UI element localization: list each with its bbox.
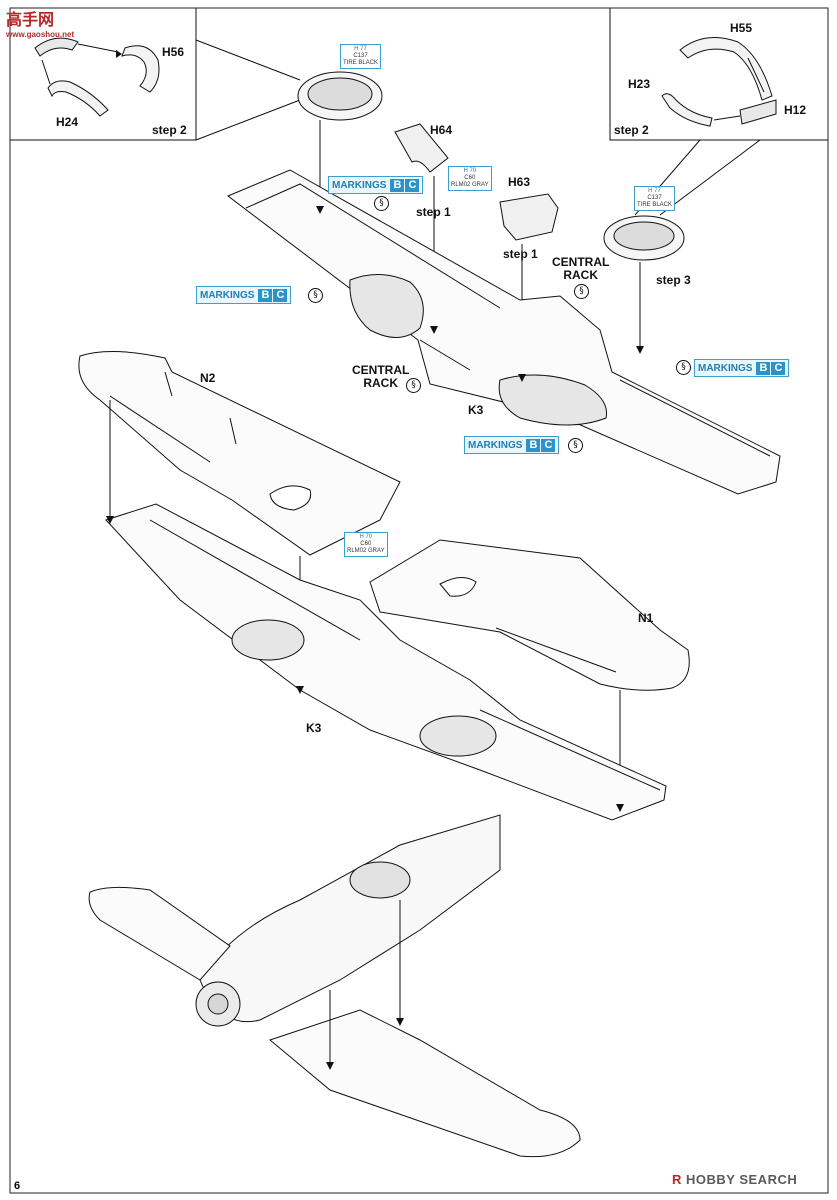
attention-icon: §	[308, 288, 323, 303]
label-step-3: step 3	[656, 273, 691, 287]
paint-code2: C137	[353, 53, 368, 59]
part-top-left-bay	[34, 37, 79, 57]
paint-name: RLM02 GRAY	[347, 548, 385, 554]
part-h23-drawing	[661, 93, 713, 127]
part-h12-drawing	[739, 99, 777, 125]
lower-wing-middle-view	[105, 503, 667, 821]
watermark-sub: www.gaoshou.net	[6, 30, 75, 39]
markings-code-b: B	[526, 438, 541, 452]
part-h56-drawing	[121, 45, 160, 93]
label-n1: N1	[638, 611, 654, 625]
central-rack-line2: RACK	[363, 376, 398, 390]
part-h24-drawing	[47, 80, 109, 117]
label-step-h64: step 1	[416, 205, 451, 219]
attention-icon: §	[568, 438, 583, 453]
paint-code: H 77	[354, 46, 367, 52]
label-h55: H55	[730, 21, 753, 35]
attention-icon: §	[676, 360, 691, 375]
central-rack-line1: CENTRAL	[352, 363, 410, 377]
attention-icon: §	[406, 378, 421, 393]
central-rack-line1: CENTRAL	[552, 255, 610, 269]
paint-code2: C60	[360, 541, 372, 547]
watermark-mark: R	[672, 1172, 682, 1187]
markings-label: MARKINGS	[468, 439, 523, 451]
part-h64-drawing	[394, 123, 449, 173]
label-h64: H64	[430, 123, 453, 137]
label-k3-upper: K3	[468, 403, 484, 417]
markings-code-b: B	[756, 361, 771, 375]
paint-code2: C60	[464, 175, 476, 181]
watermark-text: HOBBY SEARCH	[686, 1172, 798, 1187]
markings-code-b: B	[390, 178, 405, 192]
watermark-bottom-right: R HOBBY SEARCH	[672, 1172, 797, 1187]
markings-label: MARKINGS	[698, 362, 753, 374]
label-step-inset-left: step 2	[152, 123, 187, 137]
label-n2: N2	[200, 371, 216, 385]
markings-code-b: B	[258, 288, 273, 302]
paint-name: TIRE BLACK	[343, 60, 379, 66]
paint-name: RLM02 GRAY	[451, 182, 489, 188]
fuselage-right-wing	[268, 1009, 581, 1158]
attention-icon: §	[574, 284, 589, 299]
fuselage-left-wing	[88, 886, 231, 981]
label-h56: H56	[162, 45, 185, 59]
paint-code: H 77	[648, 188, 661, 194]
part-h63-drawing	[499, 193, 559, 241]
part-n2-drawing	[78, 351, 401, 556]
inset-box-right	[609, 8, 828, 141]
lower-wing-upper-view	[227, 169, 781, 495]
part-h55-drawing	[679, 37, 773, 101]
markings-label: MARKINGS	[332, 179, 387, 191]
markings-code-c: C	[405, 178, 420, 192]
markings-code-c: C	[541, 438, 556, 452]
markings-code-c: C	[273, 288, 288, 302]
paint-name: TIRE BLACK	[637, 202, 673, 208]
label-h12: H12	[784, 103, 807, 117]
watermark-text: 高手网	[6, 12, 55, 29]
label-k3-lower: K3	[306, 721, 322, 735]
central-rack-line2: RACK	[563, 268, 598, 282]
page-number: 6	[14, 1180, 21, 1192]
label-step-inset-right: step 2	[614, 123, 649, 137]
label-h23: H23	[628, 77, 651, 91]
paint-code: H 70	[463, 168, 477, 174]
part-n1-drawing	[369, 539, 690, 691]
markings-code-c: C	[771, 361, 786, 375]
label-h24: H24	[56, 115, 79, 129]
fuselage-drawing	[199, 814, 501, 1023]
attention-icon: §	[374, 196, 389, 211]
page-frame	[9, 7, 829, 1194]
paint-code2: C137	[647, 195, 662, 201]
paint-code: H 70	[359, 534, 373, 540]
label-h63: H63	[508, 175, 531, 189]
label-step-h63: step 1	[503, 247, 538, 261]
markings-label: MARKINGS	[200, 289, 255, 301]
